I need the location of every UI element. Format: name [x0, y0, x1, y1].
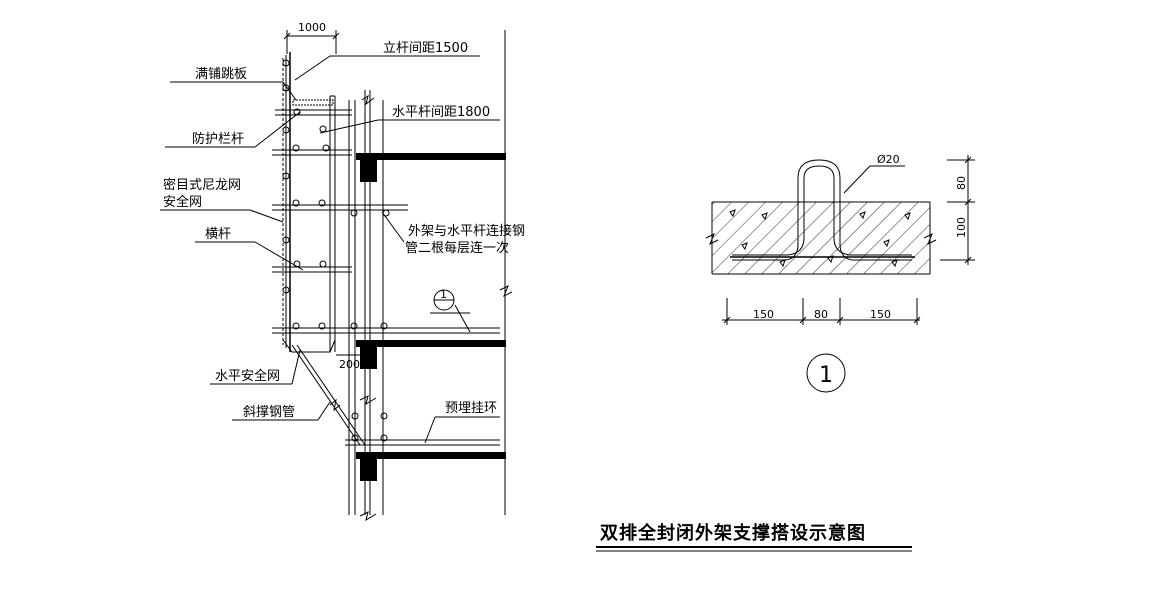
floor-slab-2 — [356, 340, 506, 347]
label-crossbar: 横杆 — [205, 227, 231, 242]
concrete-slab — [712, 202, 930, 274]
dim-200-label: 200 — [339, 358, 360, 371]
aggregate — [729, 209, 911, 268]
dim-80-mid: 80 — [814, 308, 828, 321]
label-diagonal-brace: 斜撑钢管 — [243, 405, 295, 420]
label-horizontal-net: 水平安全网 — [215, 368, 280, 384]
dim-100: 100 — [955, 217, 968, 238]
dim-150-right: 150 — [870, 308, 891, 321]
horizontal-bars — [272, 109, 500, 446]
dim-1000: 1000 — [283, 21, 340, 54]
section-marker-circle — [806, 353, 846, 393]
floor-slab-3 — [356, 452, 506, 459]
scaffold-elevation: 1000 — [160, 21, 525, 522]
label-guardrail: 防护栏杆 — [192, 131, 244, 147]
diagonal-brace-1 — [291, 344, 361, 446]
section-marker-number: 1 — [819, 363, 833, 388]
pipe-joints — [282, 59, 390, 442]
label-full-board: 满铺跳板 — [195, 67, 247, 82]
label-connect-note-2: 管二根每层连一次 — [405, 240, 509, 256]
label-pole-spacing: 立杆间距1500 — [383, 41, 468, 56]
diameter-label: Ø20 — [877, 153, 900, 166]
detail-marker-number: 1 — [440, 288, 447, 301]
label-safety-net-1: 密目式尼龙网 — [163, 177, 241, 193]
label-connect-note-1: 外架与水平杆连接钢 — [408, 223, 525, 239]
detail-marker: 1 — [430, 288, 470, 314]
u-ring-inner — [732, 165, 912, 256]
plank — [292, 99, 334, 106]
dim-150-left: 150 — [753, 308, 774, 321]
leader-lines — [160, 55, 500, 444]
vertical-dims: 80 100 — [940, 155, 975, 265]
dim-80-top: 80 — [955, 176, 968, 190]
dim-1000-label: 1000 — [298, 21, 326, 34]
drawing-title: 双排全封闭外架支撑搭设示意图 — [600, 522, 866, 544]
horizontal-dims: 150 80 150 — [722, 298, 921, 325]
title-block: 双排全封闭外架支撑搭设示意图 — [596, 522, 912, 552]
horizontal-net — [282, 339, 336, 353]
floor-slab-1 — [356, 153, 506, 160]
diagonal-brace-2 — [296, 344, 366, 446]
label-embedded-ring: 预埋挂环 — [445, 401, 497, 416]
ring-detail: Ø20 80 100 150 80 150 — [705, 153, 975, 393]
label-safety-net-2: 安全网 — [163, 194, 202, 210]
label-horizontal-spacing: 水平杆间距1800 — [392, 105, 490, 120]
